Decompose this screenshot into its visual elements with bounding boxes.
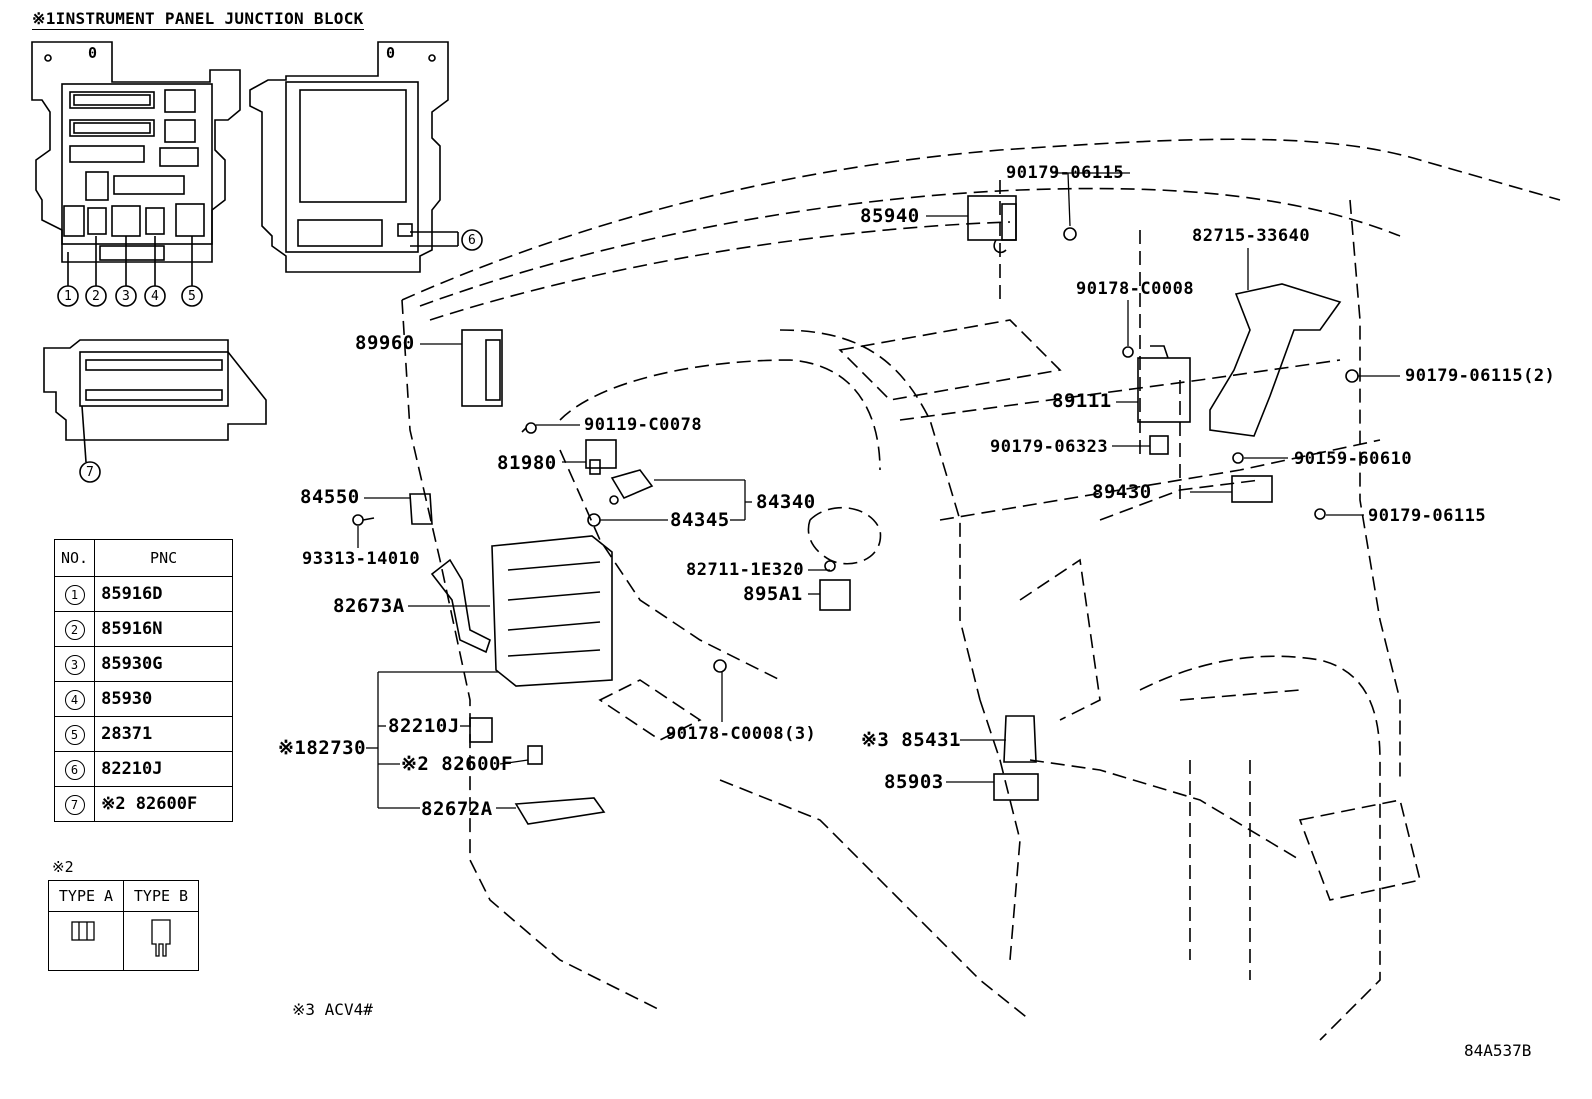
part-label: 82672A (421, 798, 493, 820)
row-number: 1 (64, 584, 85, 605)
row-pnc: 28371 (94, 716, 234, 752)
table-row: 6 82210J (53, 751, 234, 787)
table-row: 1 85916D (53, 576, 234, 612)
part-label: 85903 (884, 771, 944, 793)
part-label: 89430 (1092, 481, 1152, 503)
leader-lines (357, 172, 1400, 809)
part-label: 90159-60610 (1294, 449, 1413, 469)
part-label: 89111 (1052, 390, 1112, 412)
junction-block-side-view (43, 339, 267, 483)
row-pnc: 85930G (94, 646, 234, 682)
part-label: 93313-14010 (302, 549, 421, 569)
pnc-header-no: NO. (53, 539, 96, 577)
type-table-note-mark: ※2 (52, 858, 74, 876)
callout-6: 6 (468, 233, 477, 248)
part-label: 90179-06115 (1368, 506, 1487, 526)
row-number: 7 (64, 794, 85, 815)
row-pnc: ※2 82600F (94, 786, 234, 822)
page-title: ※1INSTRUMENT PANEL JUNCTION BLOCK (32, 9, 364, 30)
pnc-table: NO. PNC 1 85916D 2 85916N 3 85930G 4 859… (53, 539, 234, 822)
row-number: 4 (64, 689, 85, 710)
callout-1: 1 (64, 289, 73, 304)
part-label: 84345 (670, 509, 730, 531)
type-a-cell (48, 911, 124, 971)
callout-2: 2 (92, 289, 101, 304)
row-pnc: 82210J (94, 751, 234, 787)
pnc-header-pnc: PNC (94, 539, 234, 577)
mount-mark: 0 (88, 44, 98, 62)
part-label: 82673A (333, 595, 405, 617)
row-number: 6 (64, 759, 85, 780)
parts-glyphs (352, 195, 1359, 825)
figure-code: 84A537B (1464, 1041, 1532, 1060)
callout-5: 5 (188, 289, 197, 304)
table-row: 2 85916N (53, 611, 234, 647)
part-label: 895A1 (743, 583, 803, 605)
table-row: 5 28371 (53, 716, 234, 752)
type-b-cell (123, 911, 199, 971)
callout-3: 3 (122, 289, 131, 304)
fuse-type-table: TYPE A TYPE B (48, 880, 199, 971)
part-label: 84550 (300, 486, 360, 508)
part-label: 90178-C0008(3) (666, 724, 817, 744)
part-label: 90179-06115 (1006, 163, 1125, 183)
type-b-header: TYPE B (123, 880, 199, 912)
callout-7: 7 (86, 465, 95, 480)
part-label: 90179-06323 (990, 437, 1109, 457)
part-label: ※3 85431 (861, 729, 961, 751)
part-label: 81980 (497, 452, 557, 474)
table-row: 3 85930G (53, 646, 234, 682)
part-label: 82711-1E320 (686, 560, 805, 580)
row-pnc: 85916D (94, 576, 234, 612)
mount-mark: 0 (386, 44, 396, 62)
row-number: 3 (64, 654, 85, 675)
table-row: 4 85930 (53, 681, 234, 717)
junction-block-rear-view (249, 41, 483, 273)
vehicle-outline (401, 138, 1561, 1041)
part-label: 90178-C0008 (1076, 279, 1195, 299)
type-a-header: TYPE A (48, 880, 124, 912)
row-pnc: 85930 (94, 681, 234, 717)
junction-block-front-view (31, 41, 241, 307)
part-label: 85940 (860, 205, 920, 227)
part-label: 89960 (355, 332, 415, 354)
pnc-table-header: NO. PNC (53, 539, 234, 577)
row-number: 2 (64, 619, 85, 640)
part-label: ※2 82600F (401, 753, 513, 775)
part-label: 90179-06115(2) (1405, 366, 1556, 386)
part-label: ※182730 (278, 737, 367, 759)
row-number: 5 (64, 724, 85, 745)
table-row: 7 ※2 82600F (53, 786, 234, 822)
note-3: ※3 ACV4# (292, 1000, 373, 1019)
part-label: 82210J (388, 715, 460, 737)
part-label: 84340 (756, 491, 816, 513)
part-label: 90119-C0078 (584, 415, 703, 435)
callout-4: 4 (151, 289, 160, 304)
row-pnc: 85916N (94, 611, 234, 647)
part-label: 82715-33640 (1192, 226, 1311, 246)
